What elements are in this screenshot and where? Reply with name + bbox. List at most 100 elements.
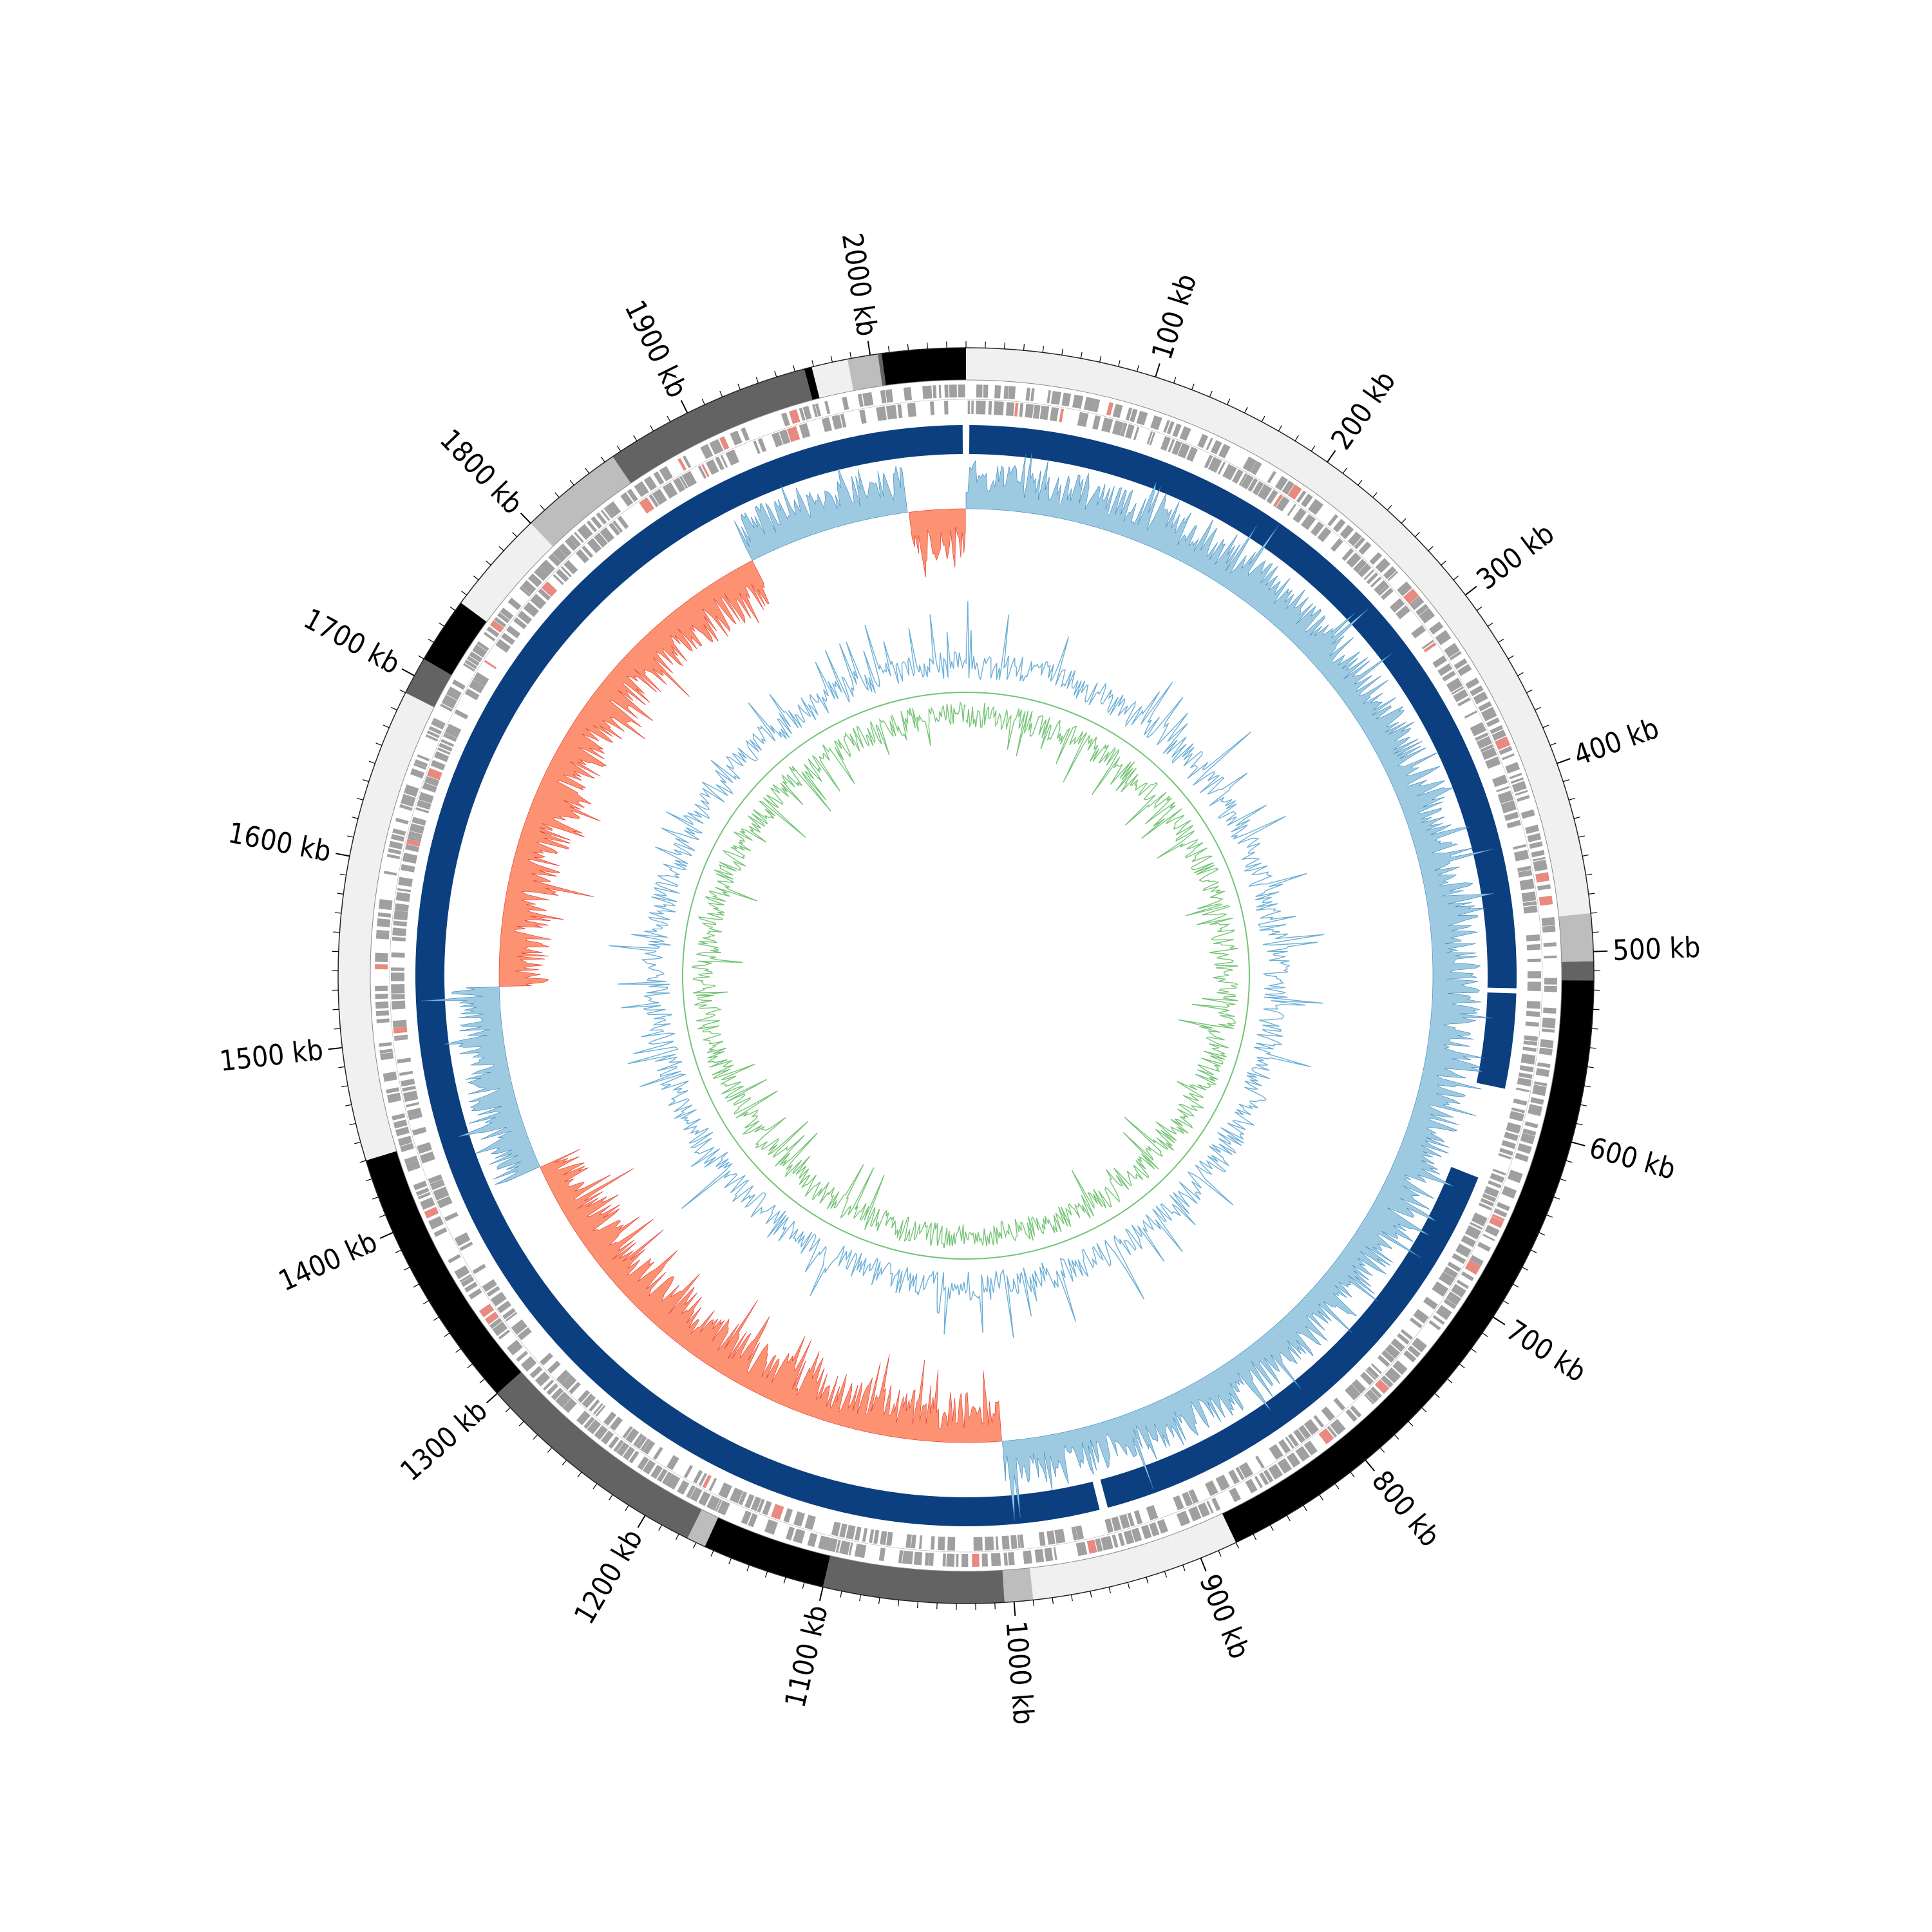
gene-feature	[390, 833, 405, 842]
gene-feature	[497, 1300, 512, 1314]
minor-tick	[1513, 1283, 1519, 1288]
gene-feature	[1544, 978, 1557, 985]
gene-feature	[1400, 1329, 1414, 1340]
minor-tick	[1052, 1597, 1054, 1604]
gene-feature	[1295, 1446, 1311, 1462]
gene-feature	[555, 1391, 571, 1408]
gene-feature	[1120, 422, 1128, 437]
gene-feature	[1527, 971, 1541, 979]
minor-tick	[1118, 360, 1121, 367]
gene-feature	[698, 1491, 711, 1506]
gene-feature	[1019, 1534, 1025, 1548]
gene-feature	[1524, 1035, 1538, 1041]
gene-feature	[1390, 1338, 1405, 1352]
gene-feature	[424, 775, 440, 787]
gene-feature	[1133, 1510, 1143, 1525]
gene-feature	[1423, 1296, 1438, 1310]
gene-feature	[1446, 1291, 1462, 1306]
gene-feature	[600, 509, 611, 522]
gene-feature	[540, 1352, 553, 1366]
minor-tick	[1173, 377, 1177, 384]
gene-feature	[603, 507, 614, 519]
gene-feature	[1141, 1524, 1152, 1539]
gene-feature	[375, 985, 388, 992]
gene-feature	[392, 927, 407, 936]
minor-tick	[1127, 1582, 1130, 1589]
gene-feature	[1252, 480, 1264, 496]
gene-feature	[1345, 1384, 1361, 1401]
gene-feature-highlight	[770, 1504, 784, 1520]
gene-feature	[928, 1553, 934, 1566]
gene-feature	[1188, 1506, 1202, 1522]
gene-feature	[451, 679, 466, 690]
gene-feature	[1524, 1121, 1539, 1129]
gene-feature	[413, 1180, 428, 1191]
minor-tick	[1586, 873, 1593, 876]
gene-feature	[622, 1446, 636, 1461]
gene-feature	[1177, 442, 1190, 459]
gene-feature	[547, 1360, 561, 1374]
gene-feature	[1383, 566, 1397, 580]
gene-feature	[1222, 464, 1237, 480]
gene-feature-highlight	[424, 1206, 439, 1219]
minor-tick	[1261, 415, 1265, 422]
gene-feature	[1123, 1530, 1135, 1545]
gene-feature	[1432, 1314, 1445, 1325]
gene-feature-highlight	[701, 464, 710, 477]
gene-feature-highlight	[1086, 1539, 1097, 1554]
tick-label: 600 kb	[1586, 1132, 1679, 1186]
gene-feature	[402, 1085, 416, 1092]
gene-feature	[404, 844, 420, 853]
minor-tick	[1414, 532, 1420, 537]
gene-feature	[1003, 1552, 1008, 1566]
major-tick	[336, 853, 350, 857]
gene-feature	[1470, 1222, 1483, 1230]
gene-feature	[575, 549, 590, 564]
gene-feature	[489, 1318, 502, 1329]
gene-feature	[812, 404, 818, 417]
gene-feature	[375, 993, 388, 999]
tick-label: 1800 kb	[433, 423, 529, 521]
gene-feature	[1186, 446, 1198, 462]
gene-feature	[1171, 440, 1182, 455]
gene-feature	[583, 1416, 595, 1429]
gene-feature	[976, 384, 983, 398]
gene-feature	[880, 390, 887, 404]
minor-tick	[399, 689, 406, 694]
gene-feature	[506, 1340, 523, 1356]
minor-tick	[395, 1249, 402, 1253]
gene-feature	[426, 730, 440, 739]
gene-feature	[400, 1142, 414, 1153]
gene-feature-highlight	[484, 1311, 500, 1325]
gene-feature	[938, 1536, 945, 1551]
gene-feature	[403, 784, 419, 797]
gene-feature	[1340, 524, 1354, 540]
gene-feature	[444, 1211, 459, 1222]
gene-feature	[1520, 1132, 1535, 1144]
major-tick	[401, 668, 415, 677]
gene-feature	[634, 481, 649, 497]
major-tick	[1571, 1141, 1586, 1147]
gene-feature	[1046, 1530, 1056, 1545]
gene-feature	[661, 1472, 672, 1485]
gene-feature	[414, 759, 428, 768]
gene-feature	[1032, 404, 1041, 419]
minor-tick	[1542, 724, 1549, 728]
gene-feature	[1232, 469, 1244, 484]
gene-feature	[404, 1155, 418, 1164]
minor-tick	[1146, 1577, 1149, 1584]
gene-feature	[1504, 811, 1519, 821]
gene-feature	[918, 1535, 923, 1549]
gene-feature	[428, 726, 442, 735]
gene-feature	[1146, 1504, 1159, 1520]
minor-tick	[533, 1434, 538, 1440]
gene-feature	[729, 1487, 743, 1504]
minor-tick	[540, 505, 545, 511]
gene-feature	[1397, 581, 1412, 596]
minor-tick	[337, 893, 344, 895]
gene-feature	[1541, 1028, 1555, 1033]
gene-feature	[1346, 552, 1361, 568]
gene-feature	[1367, 1366, 1379, 1379]
gene-feature	[1485, 756, 1501, 769]
gene-feature-highlight	[1014, 402, 1019, 417]
